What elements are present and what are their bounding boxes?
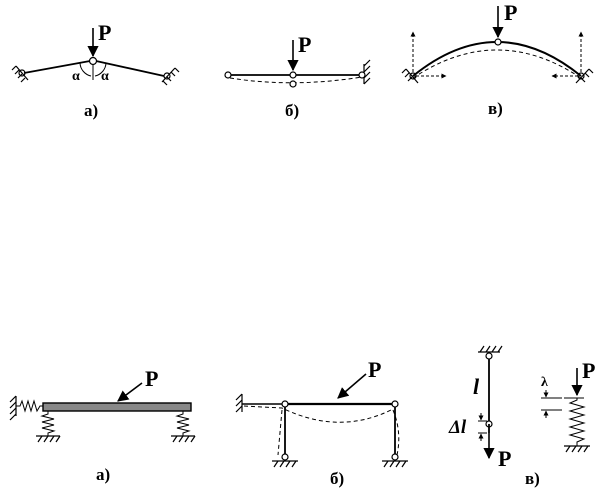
base-left [281, 453, 289, 461]
spring [568, 398, 586, 446]
load-label-bottom: P [498, 446, 511, 471]
center-hinge-upper [289, 71, 297, 79]
delta-label: Δl [448, 417, 467, 438]
left-ground [36, 435, 61, 443]
load-arrow [117, 382, 143, 402]
load-label: P [98, 20, 111, 45]
left-wall [9, 395, 17, 421]
load-label: P [504, 0, 517, 25]
bottom-panel-v: l Δl P в) λ P [448, 345, 595, 488]
right-bar [95, 60, 165, 77]
top-panel-a: P α α а) [11, 20, 180, 120]
load-label: P [145, 366, 158, 391]
caption: в) [488, 99, 503, 118]
top-hinge [485, 352, 493, 360]
deflected-shape [243, 405, 400, 456]
beam [42, 402, 192, 412]
load-label: P [368, 357, 381, 382]
caption: б) [285, 101, 299, 120]
load-arrow [337, 373, 367, 399]
arch [412, 41, 582, 77]
right-vertical-spring [175, 411, 191, 436]
left-hinge [224, 71, 232, 79]
angle-label-left: α [72, 69, 80, 84]
spring-ground [564, 445, 590, 453]
joint-left [281, 400, 289, 408]
left-pin-support [11, 65, 29, 83]
bottom-panel-a: P а) [9, 366, 196, 484]
lambda-label: λ [541, 375, 548, 390]
length-label: l [473, 374, 480, 399]
top-panel-b: P б) [224, 32, 371, 120]
angle-arc-right [94, 62, 107, 77]
left-vertical-spring [40, 411, 56, 436]
load-label: P [298, 32, 311, 57]
left-bar [23, 60, 91, 74]
deflected-shape [229, 76, 363, 84]
right-ground [382, 460, 408, 468]
base-right [391, 453, 399, 461]
caption: а) [96, 465, 110, 484]
center-hinge-lower [289, 80, 297, 88]
right-pin-support [161, 67, 180, 86]
horizontal-spring [16, 399, 43, 413]
right-hinge [358, 71, 366, 79]
deflected-arch [412, 49, 582, 79]
caption: а) [84, 101, 98, 120]
angle-arc-left [79, 62, 92, 77]
left-ground [272, 460, 298, 468]
left-wall [235, 393, 243, 413]
caption: в) [525, 469, 540, 488]
top-panel-v: P в) [401, 0, 594, 118]
angle-label-right: α [101, 69, 109, 84]
caption: б) [330, 469, 344, 488]
bottom-panel-b: P б) [235, 357, 408, 488]
joint-right [391, 400, 399, 408]
right-wall [363, 59, 371, 85]
right-ground [171, 435, 196, 443]
spring-load-label: P [582, 358, 595, 383]
ceiling [478, 345, 503, 353]
center-hinge [88, 56, 98, 66]
crown-hinge [494, 38, 502, 46]
